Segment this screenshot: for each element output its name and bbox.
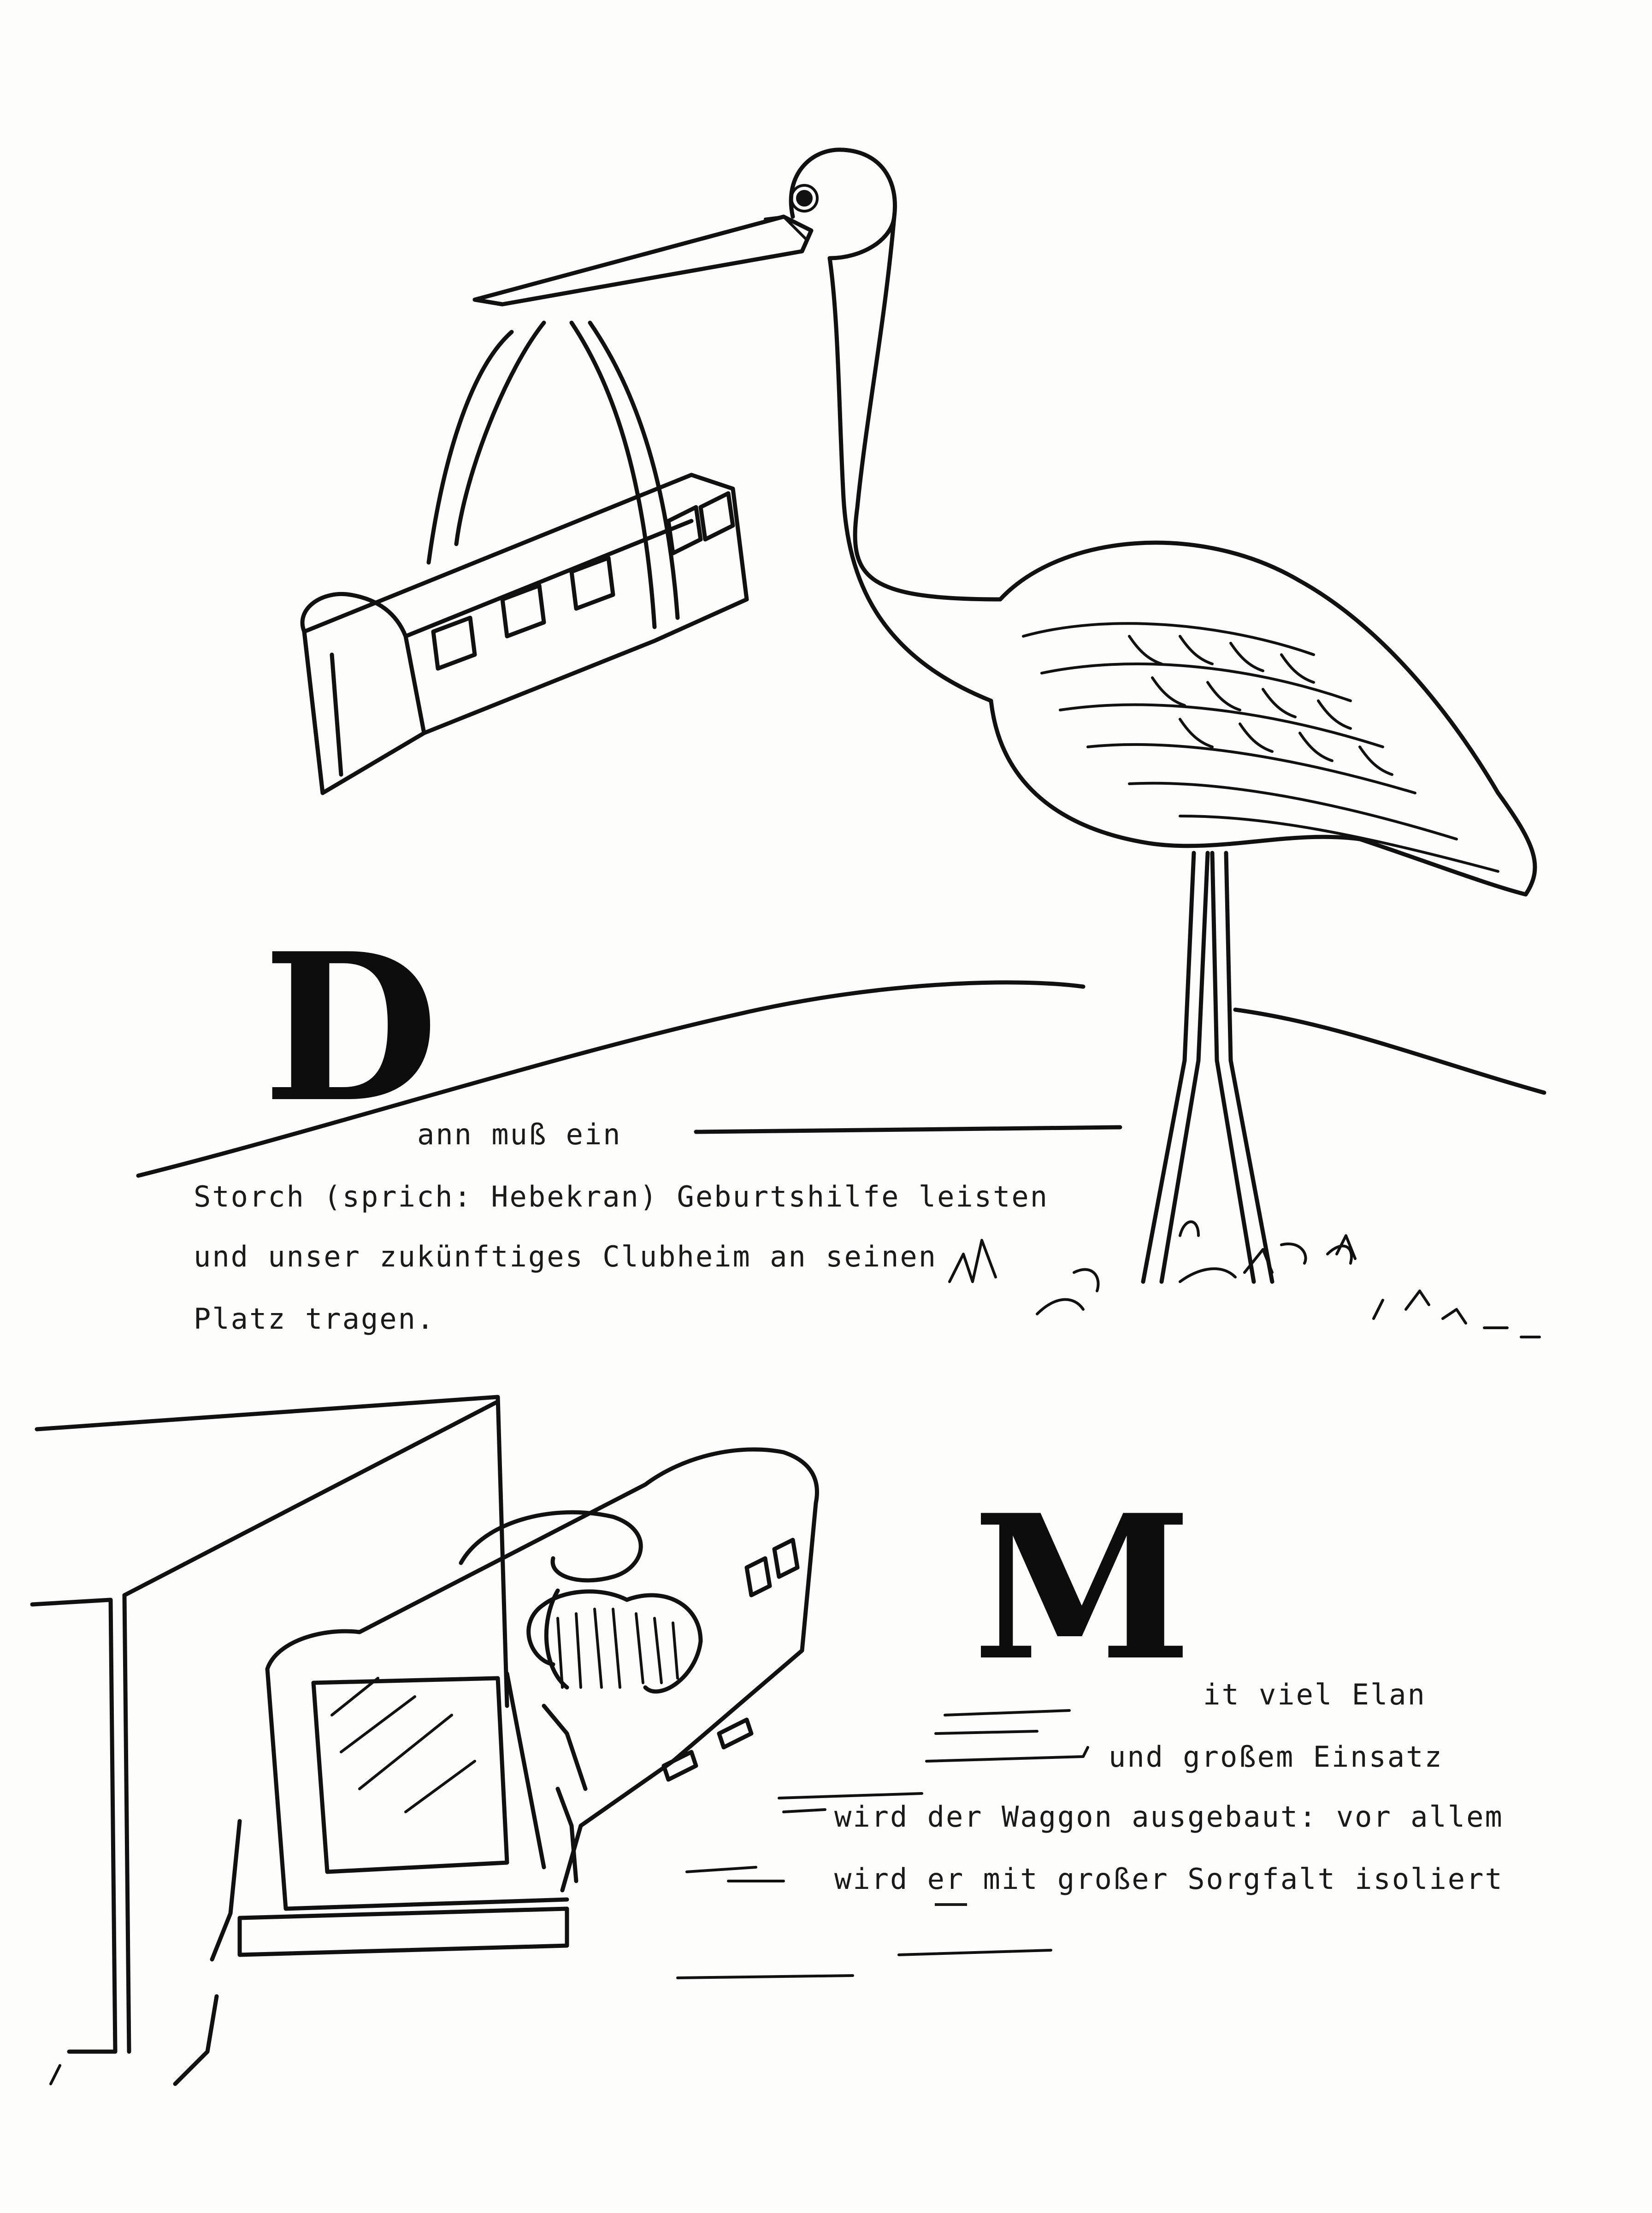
section1-line-1: ann muß ein (417, 1118, 622, 1151)
ground-line (694, 1125, 1122, 1134)
section2-line-2: und großem Einsatz (1109, 1740, 1443, 1774)
stork-icon (472, 148, 1541, 1338)
hill-line-right (1233, 1007, 1546, 1095)
section1-line-4: Platz tragen. (194, 1302, 436, 1336)
drop-cap-d: D (263, 909, 439, 1147)
section2-line-3: wird der Waggon ausgebaut: vor allem (834, 1800, 1504, 1834)
drop-cap-m: M (973, 1472, 1192, 1704)
motion-lines (676, 1709, 1089, 1979)
hill-line (136, 980, 1086, 1178)
section1-line-2: Storch (sprich: Hebekran) Geburtshilfe l… (194, 1180, 1049, 1213)
handwritten-underline (935, 1903, 967, 1906)
carriage-icon (300, 320, 749, 795)
carriage-insulation-icon (237, 1447, 819, 1957)
section2-line-1: it viel Elan (1203, 1678, 1426, 1711)
section2-line-4: wird er mit großer Sorgfalt isoliert (834, 1862, 1504, 1896)
building-icon (30, 1395, 509, 2086)
section1-line-3: und unser zukünftiges Clubheim an seinen (194, 1240, 938, 1273)
